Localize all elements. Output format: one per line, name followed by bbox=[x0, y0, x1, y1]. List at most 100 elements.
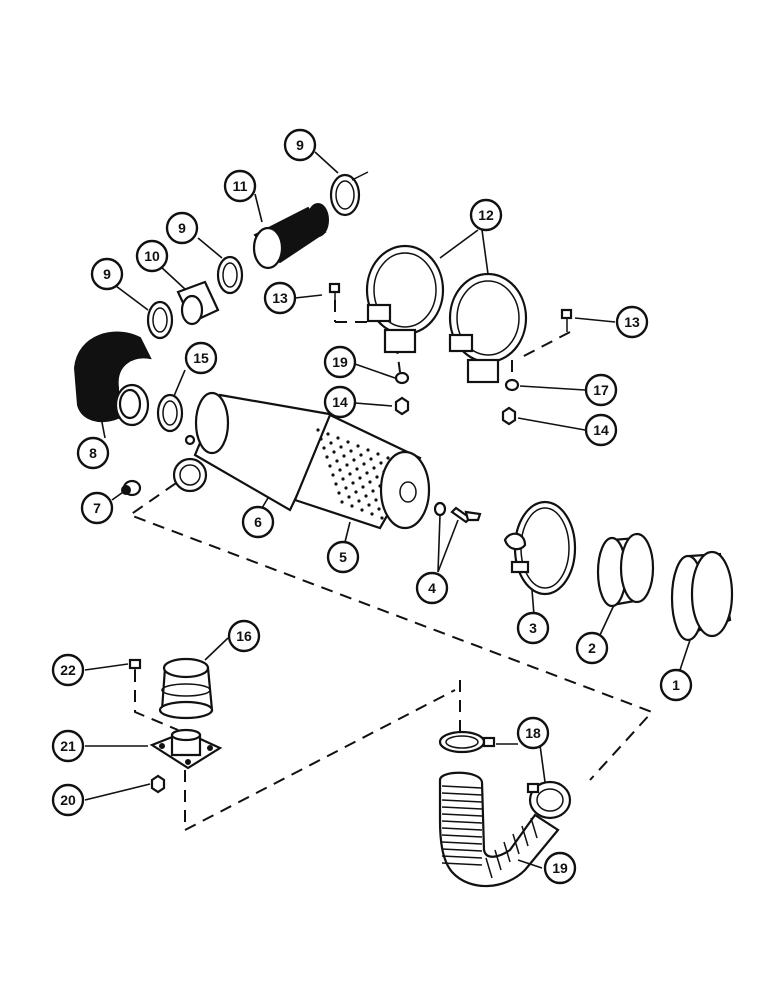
nut-part-14-right bbox=[501, 406, 517, 426]
filter-perforation-dot bbox=[371, 489, 375, 493]
filter-perforation-dot bbox=[340, 500, 344, 504]
callout-18: 18 bbox=[516, 716, 550, 750]
hose-rib bbox=[441, 848, 483, 852]
filter-perforation-dot bbox=[334, 482, 338, 486]
hose-rib bbox=[441, 841, 483, 845]
filter-perforation-dot bbox=[325, 455, 329, 459]
corrugated-hose-part-19 bbox=[438, 771, 560, 888]
hose-clamp-part-18-left bbox=[438, 730, 496, 754]
filter-element-part-5 bbox=[293, 413, 431, 530]
filter-perforation-dot bbox=[347, 495, 351, 499]
hose-rib bbox=[503, 841, 511, 863]
callout-11: 11 bbox=[223, 169, 257, 203]
hose-rib bbox=[441, 785, 483, 789]
filter-perforation-dot bbox=[365, 471, 369, 475]
svg-text:19: 19 bbox=[332, 354, 348, 370]
filter-perforation-dot bbox=[377, 507, 381, 511]
callout-14-right: 14 bbox=[584, 413, 618, 447]
filter-perforation-dot bbox=[366, 448, 370, 452]
svg-text:20: 20 bbox=[60, 792, 76, 808]
hose-corrugation-ribs bbox=[441, 785, 538, 879]
svg-text:2: 2 bbox=[588, 640, 596, 656]
filter-perforation-dot bbox=[358, 476, 362, 480]
callout-7: 7 bbox=[80, 491, 114, 525]
svg-text:9: 9 bbox=[103, 266, 111, 282]
wing-nut-part-4 bbox=[450, 506, 482, 524]
callout-13-right: 13 bbox=[615, 305, 649, 339]
hose-rib bbox=[441, 862, 483, 866]
svg-text:4: 4 bbox=[428, 580, 436, 596]
svg-text:5: 5 bbox=[339, 549, 347, 565]
hose-rib bbox=[441, 827, 483, 831]
hose-rib bbox=[441, 806, 483, 810]
filter-perforation-dot bbox=[375, 475, 379, 479]
callout-20: 20 bbox=[51, 783, 85, 817]
svg-text:14: 14 bbox=[593, 422, 609, 438]
mounting-band-part-12-right bbox=[448, 272, 528, 384]
callout-6: 6 bbox=[241, 505, 275, 539]
hose-rib bbox=[494, 849, 502, 871]
air-cleaner-body-part-6 bbox=[172, 391, 337, 512]
callout-17: 17 bbox=[584, 373, 618, 407]
callout-2: 2 bbox=[575, 631, 609, 665]
filter-perforation-dot bbox=[374, 498, 378, 502]
callout-14-left: 14 bbox=[323, 385, 357, 419]
filter-perforation-dot bbox=[351, 481, 355, 485]
svg-text:14: 14 bbox=[332, 394, 348, 410]
callout-15: 15 bbox=[184, 341, 218, 375]
nut-part-14-left bbox=[394, 396, 410, 416]
filter-perforation-dot bbox=[338, 468, 342, 472]
hose-rib bbox=[512, 833, 520, 855]
cap-part-1 bbox=[670, 550, 734, 642]
hose-rib bbox=[530, 817, 538, 839]
mounting-band-part-12-left bbox=[365, 244, 445, 354]
filter-perforation-dot bbox=[319, 437, 323, 441]
filter-perforation-dot bbox=[326, 432, 330, 436]
hose-rib bbox=[485, 857, 493, 879]
hose-rib bbox=[441, 855, 483, 859]
filter-perforation-dot bbox=[341, 477, 345, 481]
filter-perforation-dot bbox=[376, 452, 380, 456]
svg-text:1: 1 bbox=[672, 677, 680, 693]
filter-perforation-dot bbox=[352, 458, 356, 462]
bolt-part-13-right bbox=[560, 308, 573, 332]
filter-perforation-dot bbox=[355, 467, 359, 471]
svg-text:9: 9 bbox=[178, 220, 186, 236]
svg-text:15: 15 bbox=[193, 350, 209, 366]
svg-text:8: 8 bbox=[89, 445, 97, 461]
filter-perforation-dot bbox=[367, 503, 371, 507]
svg-text:6: 6 bbox=[254, 514, 262, 530]
callout-3: 3 bbox=[516, 611, 550, 645]
hose-clamp-part-18-right bbox=[526, 780, 572, 820]
callout-9-lower: 9 bbox=[90, 257, 124, 291]
callout-16: 16 bbox=[227, 619, 261, 653]
callout-13-left: 13 bbox=[263, 281, 297, 315]
bolt-part-13-left bbox=[328, 282, 341, 302]
filter-perforation-dot bbox=[357, 499, 361, 503]
filter-perforation-dot bbox=[354, 490, 358, 494]
adapter-tube-part-10 bbox=[176, 280, 220, 326]
assembly-dashed-lines bbox=[127, 300, 654, 832]
callout-9-upper: 9 bbox=[283, 128, 317, 162]
hose-rib bbox=[441, 834, 483, 838]
filter-perforation-dot bbox=[369, 457, 373, 461]
filter-perforation-dot bbox=[368, 480, 372, 484]
filter-perforation-dot bbox=[342, 454, 346, 458]
svg-text:13: 13 bbox=[624, 314, 640, 330]
svg-text:3: 3 bbox=[529, 620, 537, 636]
cover-part-2 bbox=[596, 532, 655, 608]
hose-rib bbox=[441, 820, 483, 824]
filter-perforation-dot bbox=[345, 463, 349, 467]
filter-perforation-dot bbox=[349, 449, 353, 453]
filter-perforation-dot bbox=[372, 466, 376, 470]
hose-rib bbox=[521, 825, 529, 847]
callout-21: 21 bbox=[51, 729, 85, 763]
filter-perforation-dot bbox=[344, 486, 348, 490]
hose-clamp-part-9-lower bbox=[146, 300, 174, 340]
filter-perforation-dot bbox=[331, 473, 335, 477]
svg-text:9: 9 bbox=[296, 137, 304, 153]
filter-perforation-dot bbox=[346, 440, 350, 444]
filter-perforation-dot bbox=[336, 436, 340, 440]
svg-text:17: 17 bbox=[593, 382, 609, 398]
